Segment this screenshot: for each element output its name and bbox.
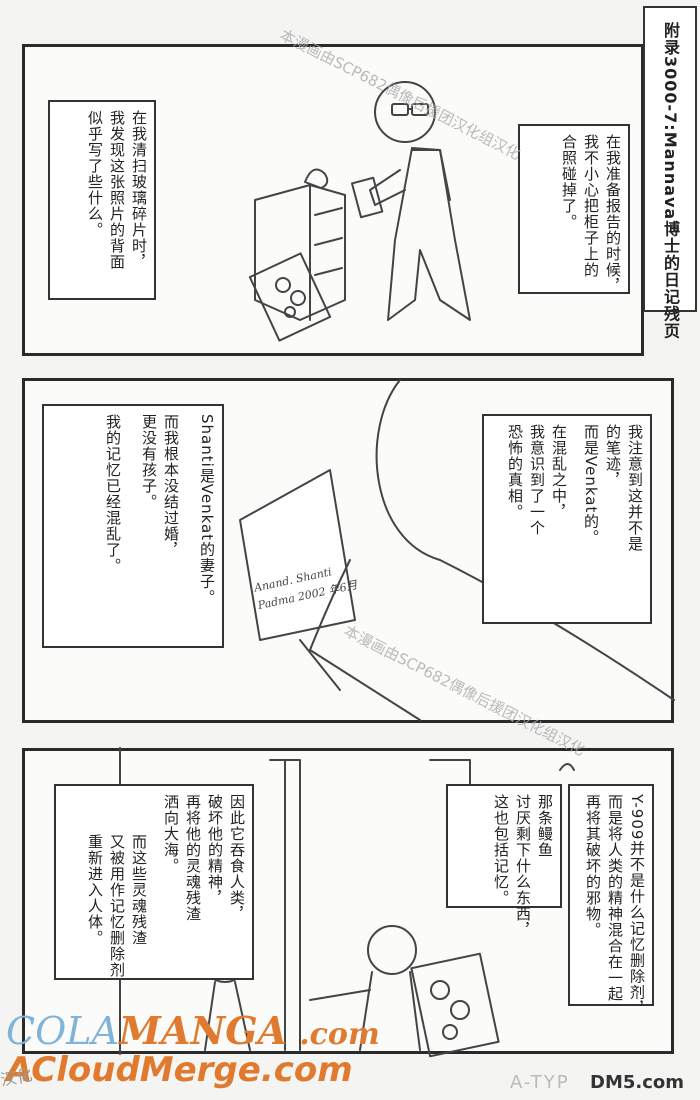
logo-part: MANGA — [118, 1008, 288, 1053]
caption-line: 更没有孩子。 — [140, 414, 158, 510]
caption-line: 破坏他的精神， — [206, 794, 224, 906]
panel3-caption-right: Y-909并不是什么记忆删除剂， 而是将人类的精神混合在一起 再将其破坏的邪物。 — [568, 784, 654, 1017]
caption-line: 我的记忆已经混乱了。 — [104, 414, 122, 574]
dm5-logo: DM5.com — [590, 1072, 685, 1093]
acloudmerge-logo: ACloudMerge.com — [6, 1050, 353, 1090]
caption-line: 再将他的灵魂残渣 — [184, 794, 202, 922]
caption-line: 再将其破坏的邪物。 — [584, 794, 602, 938]
caption-line: 我意识到了一个 — [528, 424, 546, 536]
caption-line: 重新进入人体。 — [86, 834, 104, 946]
caption-line: 我不小心把柜子上的 — [582, 134, 600, 278]
caption-line: 而我根本没结过婚， — [162, 414, 180, 558]
logo-part: .com — [299, 1017, 380, 1052]
panel1-caption-left: 在我清扫玻璃碎片时， 我发现这张照片的背面 似乎写了些什么。 — [48, 100, 156, 300]
caption-line: 恐怖的真相。 — [506, 424, 524, 520]
caption-line: 洒向大海。 — [162, 794, 180, 874]
caption-line: 合照碰掉了。 — [560, 134, 578, 230]
caption-line: 而是将人类的精神混合在一起 — [606, 794, 624, 1002]
caption-line: 我发现这张照片的背面 — [108, 110, 126, 270]
caption-line: Y-909并不是什么记忆删除剂， — [628, 794, 646, 1017]
appendix-title: 附录3000-7:Mannava博士的日记残页 — [661, 22, 680, 340]
caption-line: 而是Venkat的。 — [582, 424, 600, 546]
panel2-caption-right: 我注意到这并不是 的笔迹， 而是Venkat的。 在混乱之中， 我意识到了一个 … — [482, 414, 652, 624]
panel3-caption-left: 因此它吞食人类， 破坏他的精神， 再将他的灵魂残渣 洒向大海。 而这些灵魂残渣 … — [54, 784, 254, 980]
panel2-caption-left: Shanti是Venkat的妻子。 而我根本没结过婚， 更没有孩子。 我的记忆已… — [42, 404, 224, 648]
caption-line: 那条鳗鱼 — [536, 794, 554, 858]
appendix-title-box: 附录3000-7:Mannava博士的日记残页 — [643, 6, 697, 340]
caption-line: 这也包括记忆。 — [492, 794, 510, 906]
caption-line: 在我清扫玻璃碎片时， — [130, 110, 148, 270]
colamanga-logo: COLAMANGA .com — [6, 1008, 380, 1053]
caption-line: Shanti是Venkat的妻子。 — [198, 414, 216, 606]
caption-line: 似乎写了些什么。 — [86, 110, 104, 238]
caption-line: 我注意到这并不是 — [626, 424, 644, 552]
logo-part: COLA — [6, 1009, 119, 1053]
caption-line: 又被用作记忆删除剂 — [108, 834, 126, 978]
caption-line: 讨厌剩下什么东西， — [514, 794, 532, 938]
caption-line: 而这些灵魂残渣 — [130, 834, 148, 946]
caption-line: 在混乱之中， — [550, 424, 568, 520]
caption-line: 在我准备报告的时候， — [604, 134, 622, 294]
atype-logo: A-TYP — [510, 1072, 570, 1093]
panel3-caption-mid: 那条鳗鱼 讨厌剩下什么东西， 这也包括记忆。 — [446, 784, 562, 938]
caption-line: 的笔迹， — [604, 424, 622, 488]
caption-line: 因此它吞食人类， — [228, 794, 246, 922]
panel1-caption-right: 在我准备报告的时候， 我不小心把柜子上的 合照碰掉了。 — [518, 124, 630, 294]
